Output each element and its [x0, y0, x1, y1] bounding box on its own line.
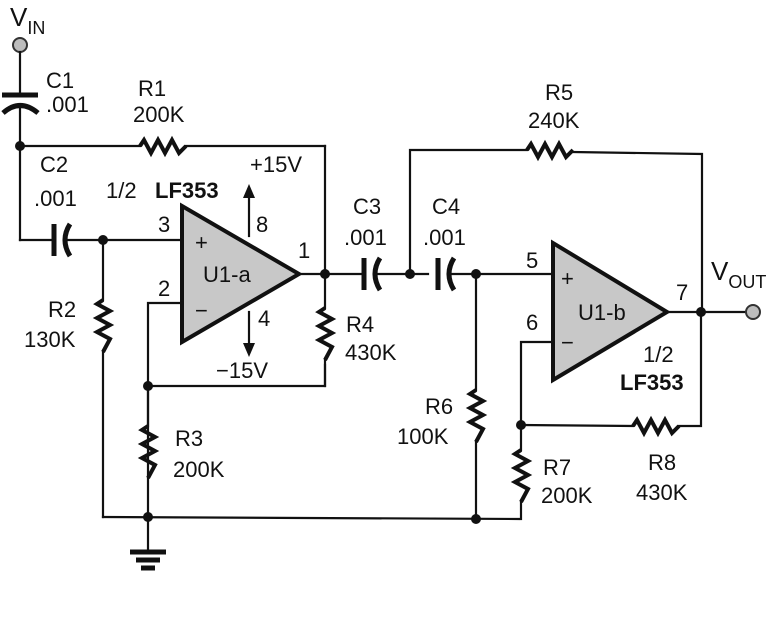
r3-ref: R3	[175, 426, 203, 451]
u1a-pin-plus: 3	[158, 212, 170, 237]
r1-value: 200K	[133, 102, 185, 127]
r6-value: 100K	[397, 424, 449, 449]
resistor-r3	[137, 424, 160, 479]
r7-ref: R7	[543, 455, 571, 480]
c1-value: .001	[46, 92, 89, 117]
wire	[677, 310, 703, 428]
resistor-r4	[314, 306, 337, 361]
resistor-r8	[631, 415, 681, 438]
wire	[571, 150, 704, 314]
vin-label: VIN	[10, 2, 45, 38]
u1a-ref: U1-a	[203, 262, 251, 287]
vout-label: VOUT	[711, 256, 766, 292]
supply-negative: −15V	[216, 358, 268, 383]
u1a-fraction: 1/2	[106, 178, 137, 203]
resistor-r2	[92, 298, 115, 353]
wire	[519, 423, 635, 428]
resistor-r7	[510, 448, 533, 503]
u1b-ref: U1-b	[578, 300, 626, 325]
u1a-pin-vneg: 4	[258, 306, 270, 331]
u1b-part: LF353	[620, 370, 684, 395]
c3-ref: C3	[353, 194, 381, 219]
u1b-fraction: 1/2	[643, 342, 674, 367]
u1a-pin-out: 1	[298, 238, 310, 263]
r5-value: 240K	[528, 108, 580, 133]
arrow-down-icon	[243, 343, 255, 357]
supply-positive: +15V	[250, 152, 302, 177]
vout-terminal[interactable]	[745, 304, 761, 320]
u1b-minus-sign: −	[561, 330, 574, 355]
opamp-u1b	[551, 239, 671, 384]
r1-ref: R1	[138, 76, 166, 101]
c2-value: .001	[34, 186, 77, 211]
wire	[408, 148, 529, 276]
u1b-pin-minus: 6	[526, 310, 538, 335]
u1a-part: LF353	[155, 178, 219, 203]
junction	[696, 307, 706, 317]
r4-value: 430K	[345, 340, 397, 365]
r8-value: 430K	[636, 480, 688, 505]
u1a-pin-vpos: 8	[256, 212, 268, 237]
wire	[519, 340, 555, 427]
ground-icon	[130, 549, 166, 571]
ground-bus	[101, 515, 521, 521]
c4-value: .001	[423, 225, 466, 250]
c3-value: .001	[344, 225, 387, 250]
c1-ref: C1	[46, 68, 74, 93]
r5-ref: R5	[545, 80, 573, 105]
wire	[146, 301, 184, 519]
u1b-plus-sign: +	[561, 266, 574, 291]
r4-ref: R4	[346, 312, 374, 337]
resistor-r5	[525, 139, 575, 162]
c2-ref: C2	[40, 152, 68, 177]
u1b-pin-out: 7	[676, 280, 688, 305]
r2-value: 130K	[24, 327, 76, 352]
resistor-r1	[138, 135, 188, 158]
vin-terminal[interactable]	[12, 37, 28, 53]
u1b-pin-plus: 5	[526, 248, 538, 273]
r8-ref: R8	[648, 450, 676, 475]
u1a-minus-sign: −	[195, 298, 208, 323]
c4-ref: C4	[432, 194, 460, 219]
resistor-r6	[465, 388, 488, 443]
r7-value: 200K	[541, 483, 593, 508]
r3-value: 200K	[173, 457, 225, 482]
u1a-pin-minus: 2	[158, 276, 170, 301]
u1a-plus-sign: +	[195, 230, 208, 255]
junction	[471, 514, 481, 524]
r6-ref: R6	[425, 394, 453, 419]
arrow-up-icon	[243, 184, 255, 198]
r2-ref: R2	[48, 297, 76, 322]
opamp-u1a	[180, 202, 303, 346]
